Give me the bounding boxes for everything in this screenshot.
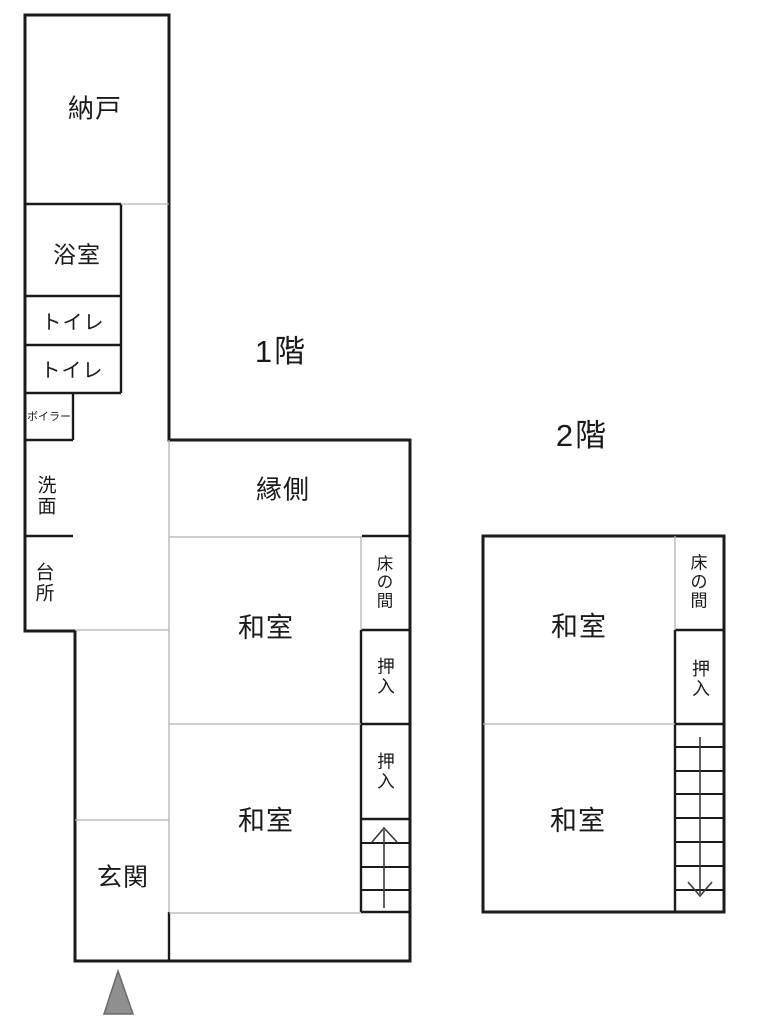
room-label-washitsu-1f-south: 和室 — [238, 806, 294, 837]
room-label-tokonoma-1f: 床の間 — [376, 555, 394, 611]
stairs-down-arrow-icon — [687, 737, 713, 898]
room-label-daidokoro: 台所 — [35, 562, 55, 605]
floor2-light-partitions — [483, 536, 676, 725]
room-label-tokonoma-2f: 床の間 — [690, 553, 708, 611]
floor1-title: 1階 — [254, 333, 308, 369]
floor1-light-partitions — [75, 203, 362, 914]
room-label-senmen: 洗面 — [37, 475, 57, 518]
room-label-washitsu-2f-south: 和室 — [550, 806, 606, 837]
floor2-title: 2階 — [555, 417, 609, 453]
stairs-up-arrow-icon — [371, 826, 398, 908]
room-label-boiler: ボイラー — [27, 410, 71, 423]
room-label-yokushitsu: 浴室 — [53, 241, 101, 268]
floor1-stairs — [361, 842, 410, 891]
room-label-oshiire-2f: 押入 — [691, 658, 710, 699]
room-label-toilet-upper: トイレ — [41, 312, 105, 334]
room-label-toilet-lower: トイレ — [40, 360, 104, 382]
floor1-inner-walls — [24, 202, 410, 961]
room-label-nando: 納戸 — [67, 93, 123, 124]
room-label-oshiire-1f-south: 押入 — [377, 751, 395, 791]
room-label-washitsu-2f-north: 和室 — [551, 612, 607, 643]
room-label-washitsu-1f-north: 和室 — [238, 613, 294, 644]
entrance-triangle-icon — [102, 968, 135, 1015]
floor1-outer-walls — [23, 13, 412, 963]
room-label-genkan: 玄関 — [96, 863, 150, 892]
room-label-oshiire-1f-north: 押入 — [377, 656, 395, 696]
room-label-engawa: 縁側 — [255, 474, 311, 505]
